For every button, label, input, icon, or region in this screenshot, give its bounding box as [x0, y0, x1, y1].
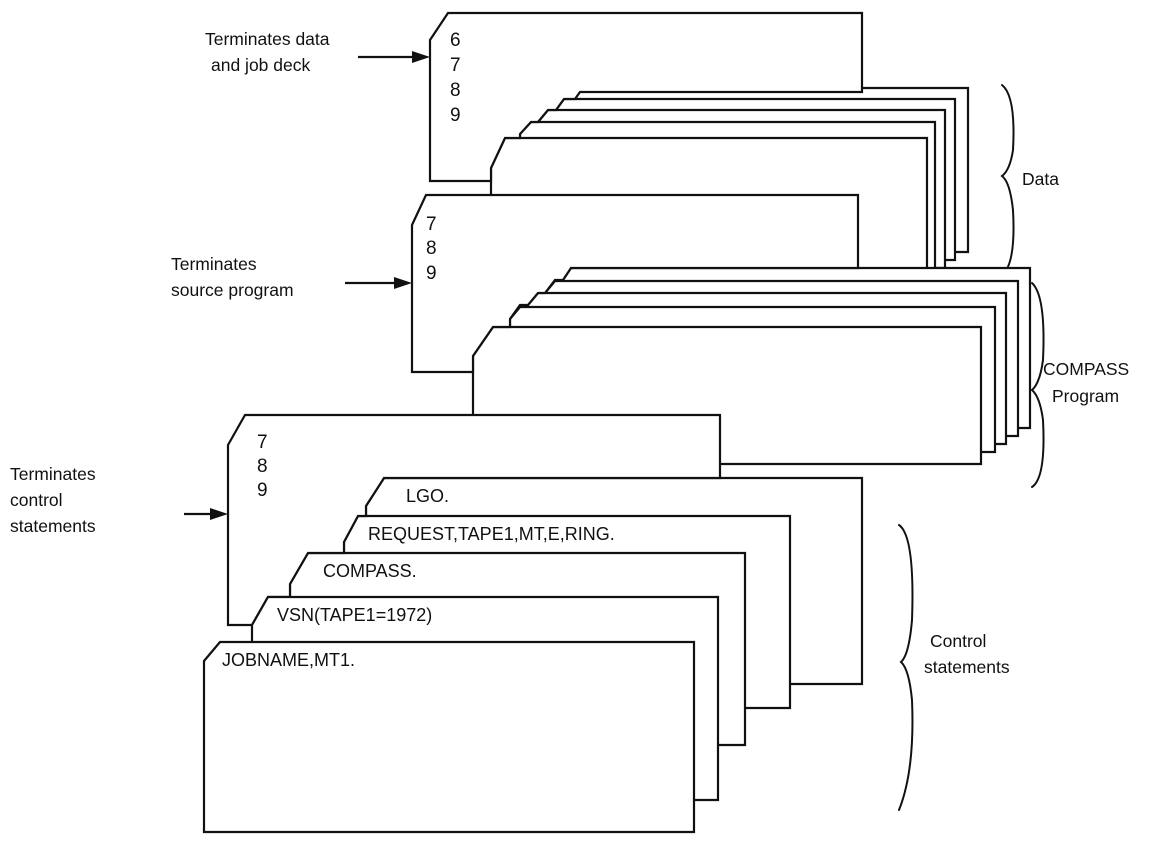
eoi-label-line2: and job deck [211, 55, 310, 75]
data-group-label: Data [1022, 169, 1059, 189]
eoi-row-8: 8 [450, 80, 461, 101]
program-group-label-line1: COMPASS [1043, 359, 1129, 379]
control-card-request-text: REQUEST,TAPE1,MT,E,RING. [368, 524, 615, 544]
control-card-lgo-text: LGO. [406, 486, 449, 506]
eor-control-row-9: 9 [257, 480, 268, 501]
control-card-compass-text: COMPASS. [323, 561, 417, 581]
control-group-label-line1: Control [930, 631, 986, 651]
eor-source-row-7: 7 [426, 214, 437, 235]
eoi-row-7: 7 [450, 55, 461, 76]
control-card-jobname-text: JOBNAME,MT1. [222, 650, 355, 670]
eor-source-row-8: 8 [426, 238, 437, 259]
eoi-row-6: 6 [450, 30, 461, 51]
eor-control-label-line2: control [10, 490, 63, 510]
eor-source-arrow-head [394, 277, 412, 289]
program-brace [1030, 282, 1045, 488]
control-card-jobname [202, 640, 696, 834]
eor-control-label-line1: Terminates [10, 464, 96, 484]
eor-control-label-line3: statements [10, 516, 96, 536]
control-card-vsn-text: VSN(TAPE1=1972) [277, 605, 432, 625]
data-brace [1000, 84, 1015, 276]
eoi-card [428, 11, 864, 183]
eor-source-label-line1: Terminates [171, 254, 257, 274]
program-group-label-line2: Program [1052, 386, 1119, 406]
eor-control-arrow-head [210, 508, 228, 520]
control-group-label-line2: statements [924, 657, 1010, 677]
eor-source-card [410, 193, 860, 374]
eor-source-row-9: 9 [426, 263, 437, 284]
eoi-row-9: 9 [450, 105, 461, 126]
eor-control-row-8: 8 [257, 456, 268, 477]
eor-control-row-7: 7 [257, 432, 268, 453]
eor-source-label-line2: source program [171, 280, 294, 300]
eoi-label-line1: Terminates data [205, 29, 330, 49]
control-brace [898, 524, 914, 811]
eoi-arrow-head [412, 51, 430, 63]
